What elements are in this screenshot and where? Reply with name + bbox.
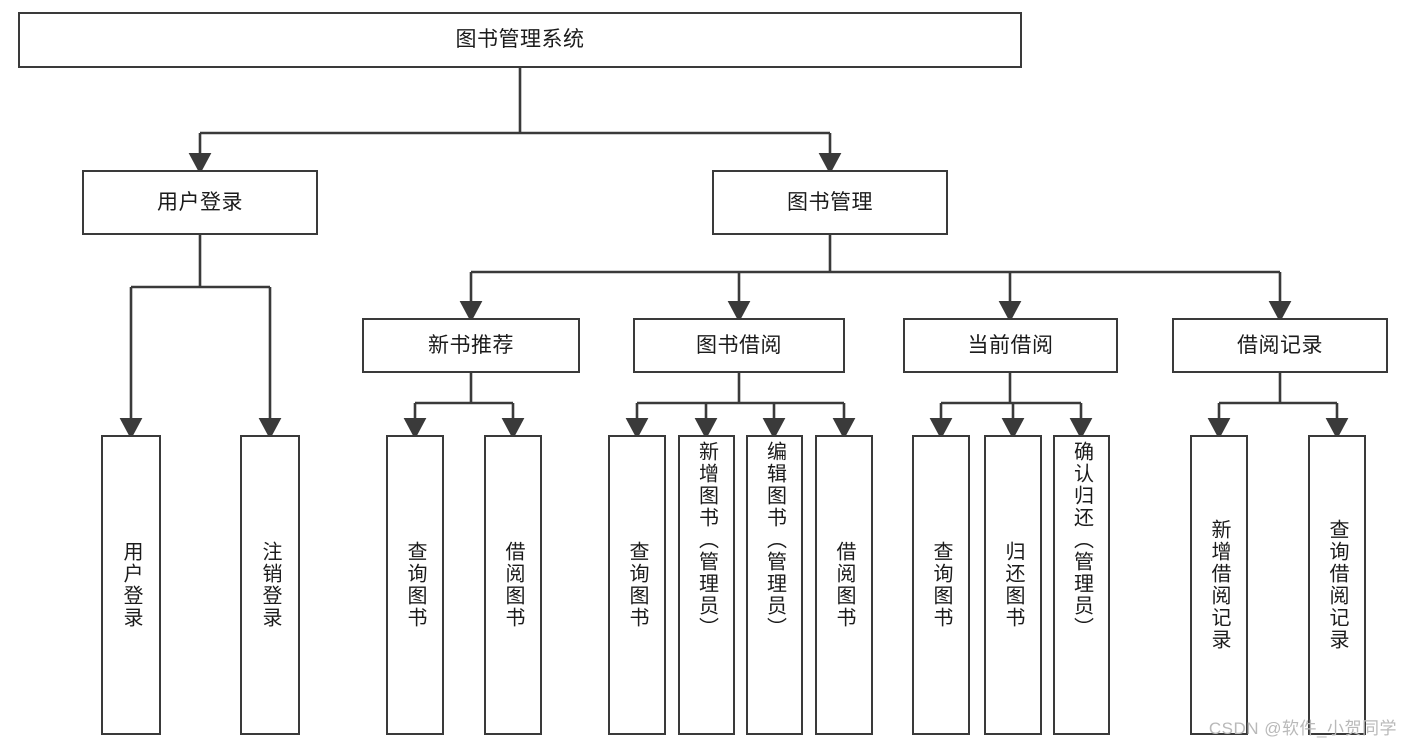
node-user-login-label: 用户登录 bbox=[157, 190, 243, 214]
leaf-edit-book-admin-label: 编辑图书（管理员） bbox=[763, 441, 786, 639]
leaf-return-book-label: 归还图书 bbox=[1002, 541, 1024, 629]
leaf-query-book-3-label: 查询图书 bbox=[930, 541, 952, 629]
leaf-logout[interactable]: 注销登录 bbox=[240, 435, 300, 735]
node-root-label: 图书管理系统 bbox=[455, 28, 585, 52]
leaf-add-book-admin-label: 新增图书（管理员） bbox=[695, 441, 718, 639]
leaf-logout-label: 注销登录 bbox=[259, 541, 281, 629]
node-borrow-record-label: 借阅记录 bbox=[1237, 333, 1323, 357]
leaf-add-borrow-record-label: 新增借阅记录 bbox=[1208, 519, 1230, 651]
node-borrow-record[interactable]: 借阅记录 bbox=[1172, 318, 1388, 373]
leaf-query-book-1-label: 查询图书 bbox=[404, 541, 426, 629]
leaf-borrow-book-1[interactable]: 借阅图书 bbox=[484, 435, 542, 735]
leaf-confirm-return-admin-label: 确认归还（管理员） bbox=[1070, 441, 1093, 639]
leaf-query-book-3[interactable]: 查询图书 bbox=[912, 435, 970, 735]
leaf-query-book-2-label: 查询图书 bbox=[626, 541, 648, 629]
node-book-borrow-label: 图书借阅 bbox=[696, 333, 782, 357]
node-user-login[interactable]: 用户登录 bbox=[82, 170, 318, 235]
leaf-user-login-label: 用户登录 bbox=[120, 541, 142, 629]
leaf-query-borrow-record[interactable]: 查询借阅记录 bbox=[1308, 435, 1366, 735]
leaf-query-book-1[interactable]: 查询图书 bbox=[386, 435, 444, 735]
node-root[interactable]: 图书管理系统 bbox=[18, 12, 1022, 68]
leaf-add-borrow-record[interactable]: 新增借阅记录 bbox=[1190, 435, 1248, 735]
leaf-borrow-book-1-label: 借阅图书 bbox=[502, 541, 524, 629]
node-new-book-recommend-label: 新书推荐 bbox=[428, 333, 514, 357]
node-book-management-label: 图书管理 bbox=[787, 190, 873, 214]
leaf-query-book-2[interactable]: 查询图书 bbox=[608, 435, 666, 735]
watermark-text: CSDN @软件_小贺同学 bbox=[1208, 719, 1397, 738]
leaf-borrow-book-2[interactable]: 借阅图书 bbox=[815, 435, 873, 735]
leaf-confirm-return-admin[interactable]: 确认归还（管理员） bbox=[1053, 435, 1110, 735]
node-book-borrow[interactable]: 图书借阅 bbox=[633, 318, 845, 373]
node-current-borrow-label: 当前借阅 bbox=[967, 333, 1054, 357]
node-current-borrow[interactable]: 当前借阅 bbox=[903, 318, 1118, 373]
leaf-user-login[interactable]: 用户登录 bbox=[101, 435, 161, 735]
node-book-management[interactable]: 图书管理 bbox=[712, 170, 948, 235]
node-new-book-recommend[interactable]: 新书推荐 bbox=[362, 318, 580, 373]
leaf-borrow-book-2-label: 借阅图书 bbox=[833, 541, 855, 629]
leaf-edit-book-admin[interactable]: 编辑图书（管理员） bbox=[746, 435, 803, 735]
leaf-query-borrow-record-label: 查询借阅记录 bbox=[1326, 519, 1348, 651]
leaf-add-book-admin[interactable]: 新增图书（管理员） bbox=[678, 435, 735, 735]
leaf-return-book[interactable]: 归还图书 bbox=[984, 435, 1042, 735]
